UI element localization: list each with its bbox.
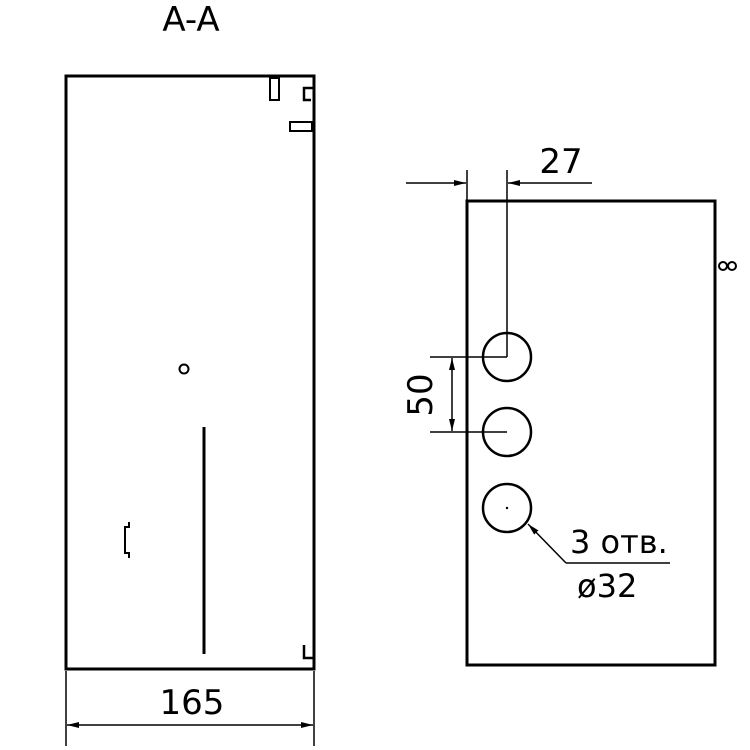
holes-diameter-label: ø32 [577, 567, 637, 605]
bracket-top [302, 86, 314, 102]
side-clip [124, 522, 130, 558]
dim-width-label: 165 [160, 683, 225, 723]
hole-3-center [505, 506, 509, 510]
dim-spacing-label: 50 [401, 373, 441, 416]
tab-vertical [269, 77, 280, 101]
side-view: 27 50 3 отв. ø32 [401, 142, 737, 667]
hole-3 [481, 482, 533, 534]
bracket-bottom [302, 645, 314, 660]
hinge-icon [713, 259, 737, 273]
tab-horizontal [289, 121, 313, 132]
holes-count-label: 3 отв. [570, 523, 668, 561]
section-label: A-A [162, 0, 219, 40]
section-view: A-A 165 [64, 0, 316, 746]
dim-offset-label: 27 [539, 142, 582, 182]
section-outline [64, 74, 316, 671]
side-outline [465, 199, 717, 667]
leader-arrow [527, 523, 567, 564]
mount-hole [178, 363, 190, 375]
